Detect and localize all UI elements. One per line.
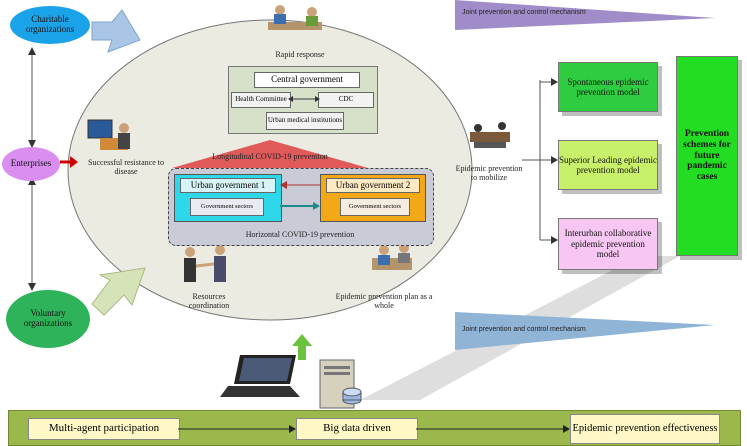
plan-whole-label: Epidemic prevention plan as a whole (335, 292, 433, 311)
mobilize-label: Epidemic prevention to mobilize (455, 164, 523, 183)
arrow-down-icon (28, 140, 36, 148)
spontaneous-model-box: Spontaneous epidemic prevention model (558, 62, 658, 112)
interurban-model-box: Interurban collaborative epidemic preven… (558, 218, 658, 270)
arrow-up-icon (28, 47, 36, 55)
bottom-flow-arrows (178, 425, 570, 433)
urban-medical-box: Urban medical institutions (266, 112, 344, 130)
rapid-response-label: Rapid response (275, 50, 325, 59)
bidirectional-arrow-icon (288, 96, 320, 102)
urban-government-2-box: Urban government 2 (326, 178, 420, 193)
arrow-up-icon (28, 177, 36, 185)
voluntary-organizations-node: Voluntary organizations (6, 290, 90, 348)
server-icon (319, 359, 362, 409)
charitable-organizations-node: Charitable organizations (10, 6, 90, 44)
longitudinal-triangle (172, 140, 368, 168)
mechanism-triangle-top (455, 0, 715, 30)
arrow-down-icon (28, 283, 36, 291)
arrow-right-icon (551, 156, 558, 164)
charitable-label: Charitable organizations (25, 14, 75, 34)
horizontal-label: Horizontal COVID-19 prevention (245, 230, 355, 239)
urban-government-1-box: Urban government 1 (180, 178, 276, 193)
arrow-right-icon (551, 78, 558, 86)
multi-agent-box: Multi-agent participation (28, 418, 180, 440)
superior-model-box: Superior Leading epidemic prevention mod… (558, 140, 658, 190)
big-data-box: Big data driven (296, 418, 418, 440)
handshake-icon (184, 245, 226, 282)
laptop-icon (220, 355, 300, 397)
government-sectors-1-box: Government sectors (190, 198, 264, 216)
rapid-response-people-icon (268, 5, 322, 30)
meeting-table-icon (470, 122, 510, 148)
prevention-schemes-box: Prevention schemes for future pandemic c… (676, 56, 738, 256)
successful-resistance-label: Successful resistance to disease (88, 158, 164, 177)
arrow-right-icon (551, 236, 558, 244)
longitudinal-label: Longitudinal COVID-19 prevention (212, 152, 328, 161)
effectiveness-box: Epidemic prevention effectiveness (570, 414, 720, 444)
red-arrow-icon (70, 156, 78, 168)
presentation-icon (87, 119, 130, 150)
cdc-box: CDC (318, 92, 374, 108)
mechanism-bottom-label: Joint prevention and control mechanism (462, 326, 586, 333)
inter-government-arrows (280, 181, 320, 210)
charitable-arrow-icon (91, 9, 141, 53)
voluntary-label: Voluntary organizations (23, 308, 73, 328)
enterprises-label: Enterprises (10, 158, 52, 169)
voluntary-arrow-icon (91, 267, 146, 316)
mechanism-top-label: Joint prevention and control mechanism (462, 9, 586, 16)
health-committee-box: Health Committee (231, 92, 291, 108)
central-government-box: Central government (254, 72, 360, 88)
mechanism-triangle-bottom (455, 312, 715, 350)
resources-coordination-label: Resources coordination (188, 292, 230, 311)
enterprises-node: Enterprises (2, 147, 60, 181)
up-arrow-icon (292, 334, 312, 360)
government-sectors-2-box: Government sectors (340, 198, 410, 216)
